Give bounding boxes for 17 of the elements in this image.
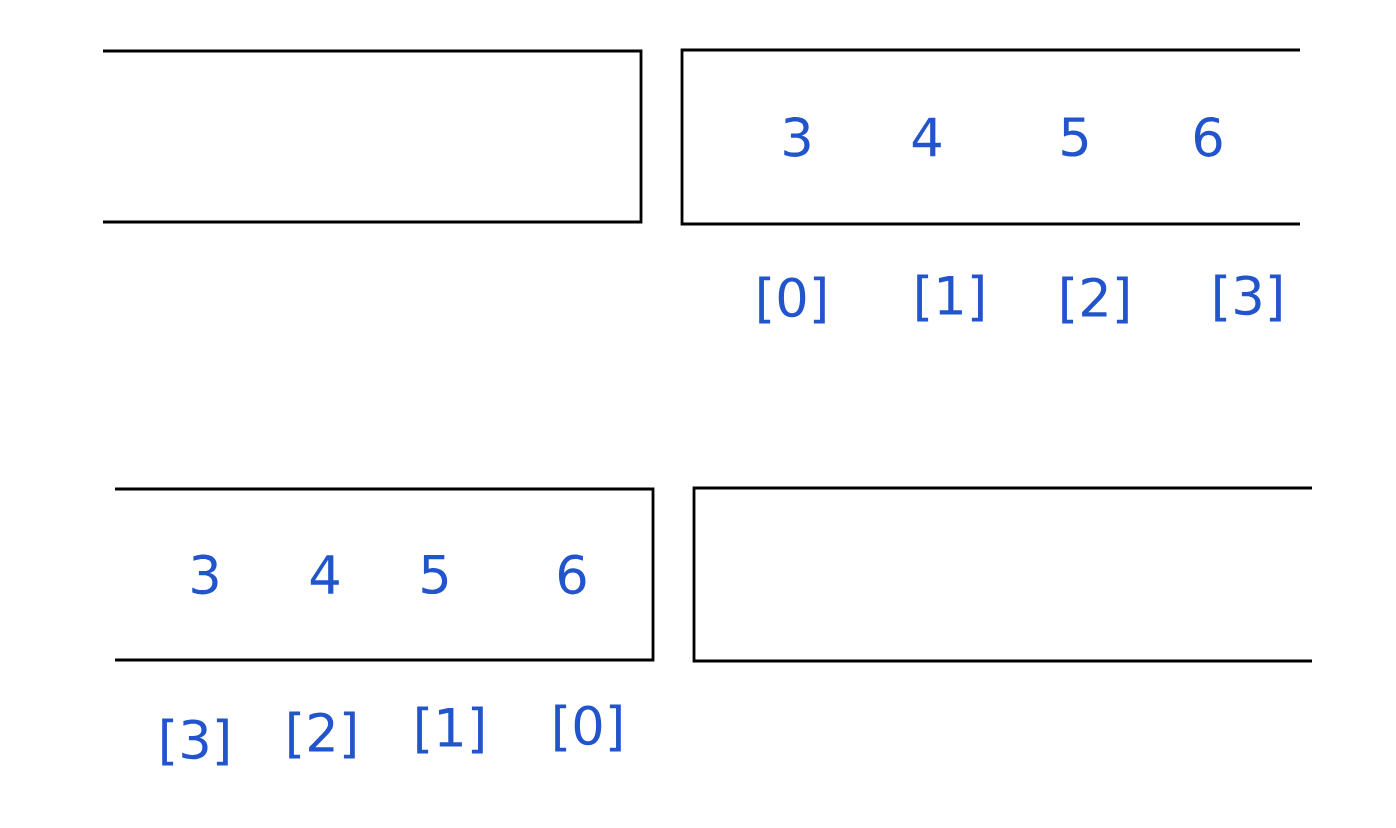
index-label: [2] [289,711,355,759]
open-box [692,486,1312,663]
index-label: [0] [759,276,825,324]
number: 6 [1194,117,1222,157]
open-box [103,49,643,224]
index-label: [1] [917,274,983,322]
number: 3 [784,117,810,157]
index-label: [2] [1062,276,1128,324]
index-label: [3] [1215,274,1281,322]
number: 5 [422,554,448,595]
index-label: [3] [162,718,228,766]
index-label: [0] [555,704,621,752]
number: 4 [310,555,339,594]
number: 3 [192,554,218,595]
number: 4 [912,117,941,157]
number: 6 [558,554,586,595]
number: 5 [1062,117,1088,157]
